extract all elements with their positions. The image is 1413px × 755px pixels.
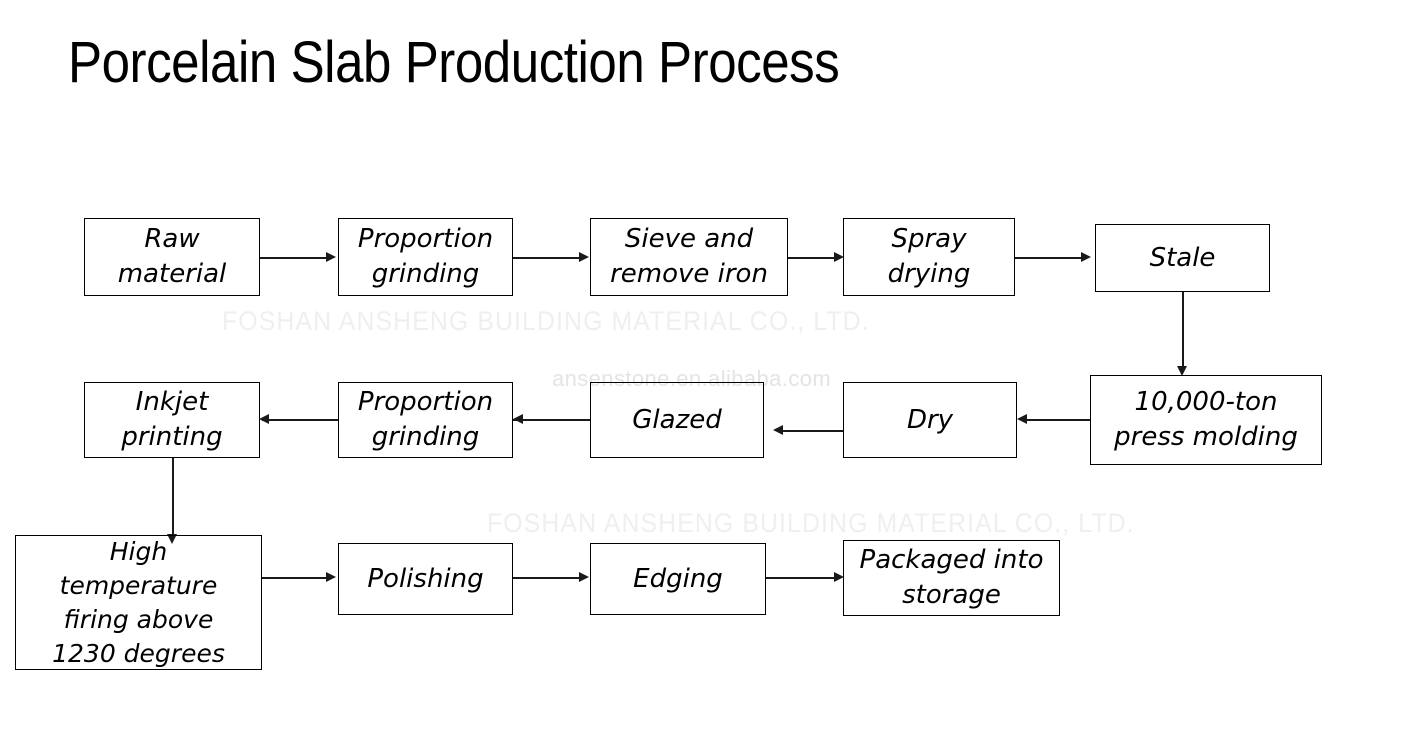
node-inkjet-printing-label: Inkjet printing [121,387,223,452]
node-spray-drying[interactable]: Spray drying [843,218,1015,296]
edge-edging-to-packaged-into-storage [766,577,836,579]
node-dry-label: Dry [906,404,954,435]
node-edging[interactable]: Edging [590,543,766,615]
node-packaged-into-storage[interactable]: Packaged into storage [843,540,1060,616]
edge-high-temperature-firing-to-polishing [262,577,328,579]
edge-stale-to-press-molding [1182,292,1184,368]
node-polishing[interactable]: Polishing [338,543,513,615]
arrowhead-left-icon [513,414,523,424]
edge-sieve-to-spray-drying [788,257,836,259]
arrowhead-right-icon [834,572,844,582]
arrowhead-down-icon [1177,366,1187,376]
edge-spray-drying-to-stale [1015,257,1083,259]
node-edging-label: Edging [633,563,723,594]
arrowhead-right-icon [579,252,589,262]
arrowhead-down-icon [167,534,177,544]
node-sieve-remove-iron-label: Sieve and remove iron [610,224,768,289]
edge-raw-material-to-proportion-grinding-1 [260,257,328,259]
node-glazed[interactable]: Glazed [590,382,764,458]
page-title: Porcelain Slab Production Process [68,30,840,95]
node-press-molding[interactable]: 10,000-ton press molding [1090,375,1322,465]
arrowhead-right-icon [579,572,589,582]
edge-dry-to-glazed [783,430,843,432]
node-dry[interactable]: Dry [843,382,1017,458]
edge-press-molding-to-dry [1027,419,1090,421]
arrowhead-left-icon [1017,414,1027,424]
node-stale-label: Stale [1149,242,1216,273]
node-press-molding-label: 10,000-ton press molding [1114,387,1298,452]
edge-proportion-grinding-2-to-inkjet [262,419,338,421]
arrowhead-left-icon [259,414,269,424]
edge-polishing-to-edging [513,577,581,579]
node-glazed-label: Glazed [632,404,722,435]
node-stale[interactable]: Stale [1095,224,1270,292]
node-raw-material[interactable]: Raw material [84,218,260,296]
edge-proportion-grinding-1-to-sieve [513,257,581,259]
node-proportion-grinding-2-label: Proportion grinding [357,387,494,452]
arrowhead-right-icon [326,252,336,262]
watermark-url: ansenstone.en.alibaba.com [552,366,832,391]
watermark-company-top: FOSHAN ANSHENG BUILDING MATERIAL CO., LT… [222,306,870,336]
arrowhead-right-icon [1081,252,1091,262]
arrowhead-right-icon [326,572,336,582]
edge-inkjet-to-high-temperature-firing [172,458,174,536]
arrowhead-right-icon [834,252,844,262]
node-proportion-grinding-1[interactable]: Proportion grinding [338,218,513,296]
node-proportion-grinding-2[interactable]: Proportion grinding [338,382,513,458]
arrowhead-left-icon [773,425,783,435]
node-packaged-into-storage-label: Packaged into storage [859,545,1044,610]
edge-glazed-to-proportion-grinding-2 [513,419,590,421]
node-spray-drying-label: Spray drying [887,224,971,289]
node-high-temperature-firing-label: High temperature firing above 1230 degre… [52,536,225,668]
node-inkjet-printing[interactable]: Inkjet printing [84,382,260,458]
watermark-company-bottom: FOSHAN ANSHENG BUILDING MATERIAL CO., LT… [487,508,1135,538]
node-raw-material-label: Raw material [117,224,227,289]
node-proportion-grinding-1-label: Proportion grinding [357,224,494,289]
node-polishing-label: Polishing [367,563,484,594]
node-high-temperature-firing[interactable]: High temperature firing above 1230 degre… [15,535,262,670]
node-sieve-remove-iron[interactable]: Sieve and remove iron [590,218,788,296]
